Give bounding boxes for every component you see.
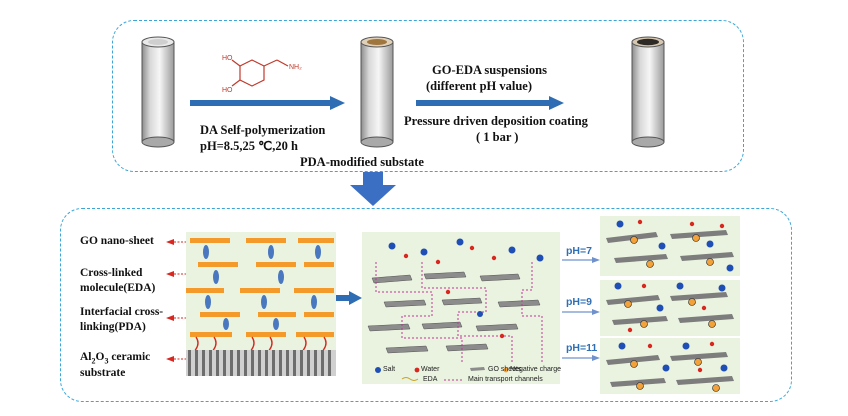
legend-salt: Salt [383, 366, 396, 373]
ph-arrows [562, 257, 600, 361]
reaction-label-2: pH=8.5,25 ℃,20 h [200, 139, 298, 153]
ho-label-2: HO [222, 87, 233, 94]
legend-negative-charge: Negative charge [510, 366, 561, 373]
ceramic-tube-pda [360, 36, 394, 148]
result-panel-ph9 [600, 280, 740, 336]
top-process-panel [112, 20, 744, 172]
result-panel-ph11 [600, 338, 740, 394]
ceramic-tube-bare [141, 36, 175, 148]
result-panel-ph7 [600, 216, 740, 276]
crosslinked-label-1: Cross-linked [80, 267, 143, 279]
ceramic-tube-go-coated [631, 36, 665, 148]
coating-label-4: ( 1 bar ) [476, 130, 519, 144]
ph-label-9: pH=9 [566, 296, 592, 308]
ph-label-11: pH=11 [566, 342, 598, 354]
coating-label-1: GO-EDA suspensions [432, 63, 547, 77]
membrane-structure [186, 232, 336, 376]
legend-eda: EDA [423, 376, 438, 383]
process-arrow-1 [190, 96, 345, 110]
crosslinked-label-2: molecule(EDA) [80, 282, 156, 294]
reaction-label-1: DA Self-polymerization [200, 123, 326, 137]
interfacial-label-2: linking(PDA) [80, 321, 146, 333]
dopamine-molecule: HO HO NH₂ [222, 55, 302, 94]
substrate-label-2: substrate [80, 367, 126, 379]
legend-go-sheets: GO sheets [488, 366, 522, 373]
coating-label-2: (different pH value) [426, 79, 533, 93]
legend-channels: Main transport channels [468, 376, 543, 383]
legend-water: Water [421, 366, 440, 373]
bottom-structure-panel [60, 208, 792, 402]
ho-label-1: HO [222, 55, 233, 62]
substrate-label: PDA-modified substate [300, 155, 424, 169]
go-sheet-label: GO nano-sheet [80, 235, 154, 247]
coating-label-3: Pressure driven deposition coating [404, 114, 588, 128]
structure-to-transport-arrow [336, 291, 362, 305]
substrate-label-1: Al2O3 ceramic [80, 351, 151, 366]
process-arrow-2 [416, 96, 564, 110]
ph-label-7: pH=7 [566, 245, 592, 257]
interfacial-label-1: Interfacial cross- [80, 306, 164, 318]
nh2-label: NH₂ [289, 64, 302, 71]
down-arrow [350, 172, 396, 206]
transport-panel [362, 232, 560, 384]
